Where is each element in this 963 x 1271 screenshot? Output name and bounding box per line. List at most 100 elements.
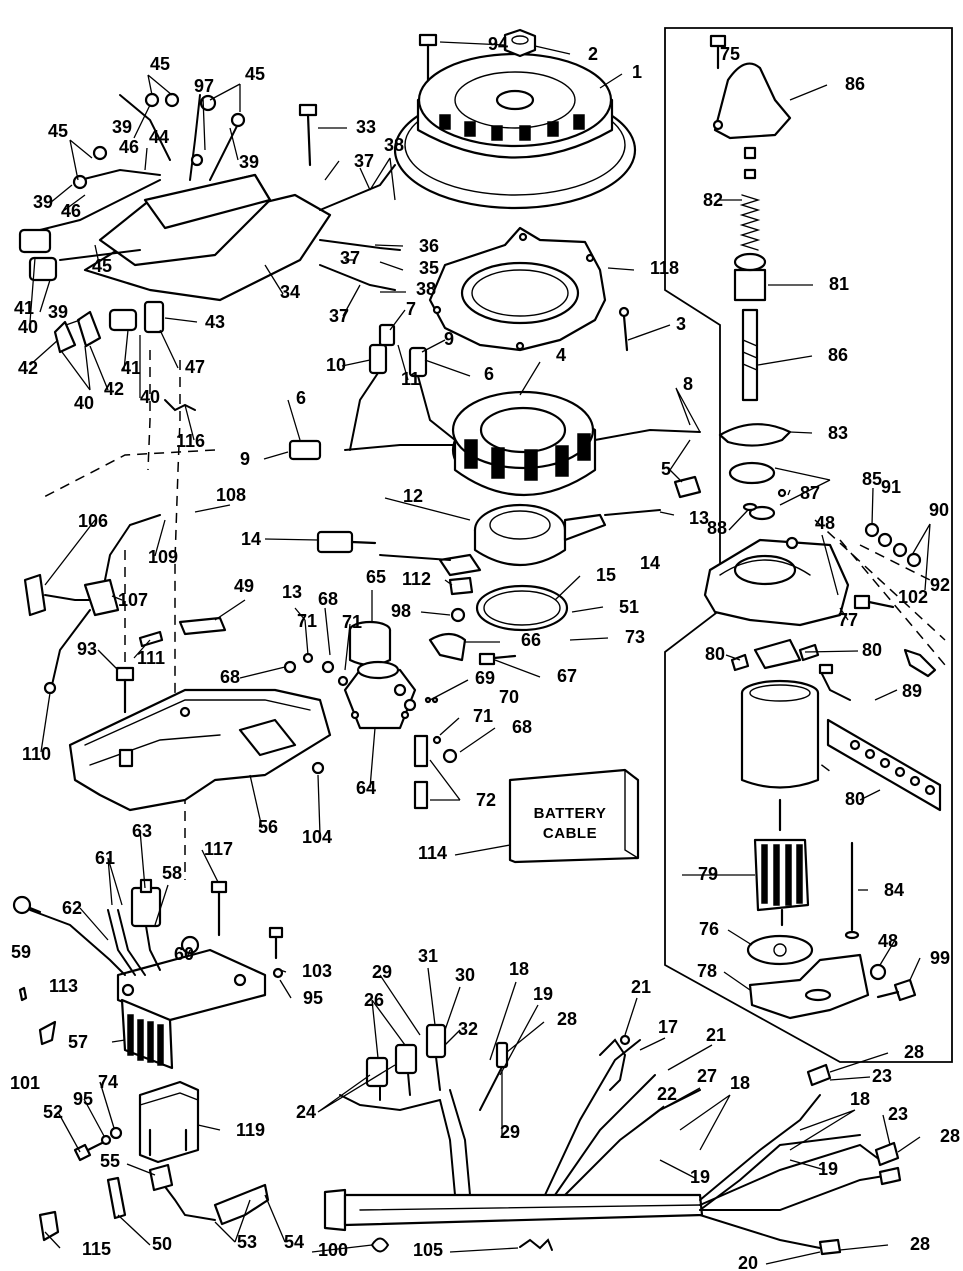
bolt-94: [418, 33, 438, 82]
clamp-66: [428, 632, 467, 662]
callout-76: 76: [699, 919, 719, 939]
callout-86: 86: [828, 345, 848, 365]
end-cap-assembly: [703, 538, 850, 627]
callout-104: 104: [302, 827, 332, 847]
callout-45: 45: [150, 54, 170, 74]
wire-116: [164, 399, 196, 412]
callout-48: 48: [878, 931, 898, 951]
callout-103: 103: [302, 961, 332, 981]
callout-89: 89: [902, 681, 922, 701]
callout-84: 84: [884, 880, 904, 900]
washer-48: [869, 963, 887, 981]
callout-14: 14: [640, 553, 660, 573]
screw-113: [18, 986, 28, 1002]
callout-71: 71: [342, 612, 362, 632]
nuts-91-92: [785, 522, 922, 568]
callout-78: 78: [697, 961, 717, 981]
callout-92: 92: [930, 575, 950, 595]
callout-12: 12: [403, 486, 423, 506]
callout-97: 97: [194, 76, 214, 96]
callout-72: 72: [476, 790, 496, 810]
starter-spring: [739, 146, 761, 251]
callout-74: 74: [98, 1072, 118, 1092]
callout-115: 115: [82, 1239, 111, 1259]
callout-118: 118: [650, 258, 679, 278]
ring-terminal-59: [12, 895, 42, 915]
callout-44: 44: [149, 127, 169, 147]
callout-54: 54: [284, 1232, 304, 1252]
callout-3: 3: [676, 314, 686, 334]
clip-49: [178, 616, 227, 636]
callout-15: 15: [596, 565, 616, 585]
callout-107: 107: [118, 590, 148, 610]
callout-85: 85: [862, 469, 882, 489]
connector-63: [130, 878, 162, 928]
callout-39: 39: [239, 152, 259, 172]
starter-group-outline: [664, 27, 953, 1063]
callout-23: 23: [888, 1104, 908, 1124]
flywheel-nut: [503, 28, 537, 58]
callout-105: 105: [413, 1240, 443, 1260]
timer-base: [428, 226, 607, 352]
callout-26: 26: [364, 990, 384, 1010]
callout-65: 65: [366, 567, 386, 587]
callout-38: 38: [416, 279, 436, 299]
flywheel: [393, 52, 637, 210]
callout-62: 62: [62, 898, 82, 918]
battery-cable-box: BATTERY CABLE: [508, 768, 640, 864]
starter-shaft: [741, 308, 759, 402]
callout-9: 9: [240, 449, 250, 469]
callout-101: 101: [10, 1073, 40, 1093]
callout-19: 19: [690, 1167, 710, 1187]
thru-bolt-84: [844, 841, 860, 940]
callout-21: 21: [706, 1025, 726, 1045]
callout-17: 17: [658, 1017, 678, 1037]
callout-106: 106: [78, 511, 108, 531]
callout-58: 58: [162, 863, 182, 883]
callout-4: 4: [556, 345, 566, 365]
bolt-67: [478, 652, 517, 666]
callout-41: 41: [121, 358, 141, 378]
callout-59: 59: [11, 942, 31, 962]
callout-69: 69: [475, 668, 495, 688]
callout-45: 45: [48, 121, 68, 141]
screw-111: [138, 630, 164, 648]
mounting-bracket: [68, 688, 332, 812]
bolt-102: [853, 594, 895, 610]
ignition-coil: [138, 1080, 200, 1164]
callout-37: 37: [340, 248, 360, 268]
callout-50: 50: [152, 1234, 172, 1254]
end-plate-76: [746, 934, 814, 966]
callout-87: 87: [800, 483, 820, 503]
spark-plug-leads: [18, 92, 246, 354]
callout-95: 95: [303, 988, 323, 1008]
callout-63: 63: [132, 821, 152, 841]
harness-connectors: [365, 1023, 902, 1256]
bolt-75: [709, 34, 727, 70]
clip-115: [38, 1210, 60, 1242]
terminal-89: [903, 648, 937, 678]
callout-42: 42: [18, 358, 38, 378]
callout-32: 32: [458, 1019, 478, 1039]
washer-95: [100, 1134, 112, 1146]
bolt-117: [210, 880, 228, 937]
callout-57: 57: [68, 1032, 88, 1052]
callout-49: 49: [234, 576, 254, 596]
bolt-103: [268, 926, 284, 979]
battery-cable-line-1: BATTERY: [534, 805, 607, 822]
callout-11: 11: [401, 369, 420, 389]
callout-46: 46: [61, 201, 81, 221]
callout-45: 45: [245, 64, 265, 84]
callout-38: 38: [384, 135, 404, 155]
callout-5: 5: [661, 459, 671, 479]
connector-14-left: [316, 530, 377, 554]
callout-98: 98: [391, 601, 411, 621]
callout-67: 67: [557, 666, 577, 686]
callout-86: 86: [845, 74, 865, 94]
callout-68: 68: [220, 667, 240, 687]
callout-90: 90: [929, 500, 949, 520]
callout-9: 9: [444, 329, 454, 349]
callout-75: 75: [720, 44, 740, 64]
